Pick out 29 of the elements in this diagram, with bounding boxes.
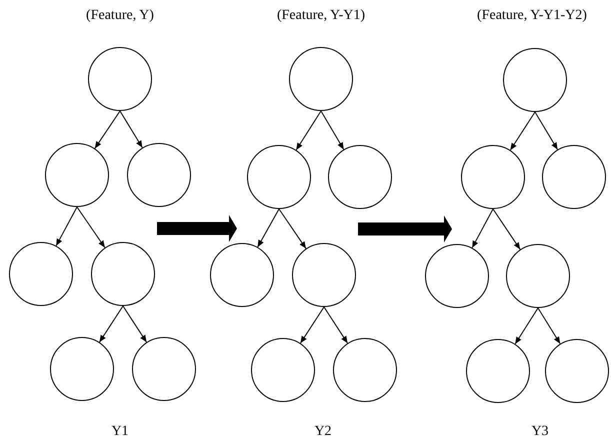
tree-caption: Y1	[111, 425, 129, 439]
block-arrow	[358, 216, 452, 242]
tree-title: (Feature, Y)	[86, 9, 154, 23]
arrow	[510, 112, 536, 151]
arrow	[296, 110, 322, 150]
block-arrow	[157, 215, 237, 242]
arrow	[76, 206, 106, 248]
arrow	[56, 206, 78, 246]
arrow	[492, 208, 521, 250]
arrow	[120, 110, 143, 148]
arrow	[257, 208, 280, 248]
tree-drawing	[209, 46, 399, 403]
arrow	[538, 308, 561, 344]
arrow	[324, 306, 348, 344]
tree-caption: Y2	[314, 425, 332, 439]
tree-title: (Feature, Y-Y1-Y2)	[477, 9, 587, 23]
tree-caption: Y3	[531, 425, 549, 439]
tree-drawing	[8, 46, 198, 403]
arrow	[320, 110, 344, 150]
arrow	[122, 306, 148, 343]
arrow	[472, 208, 494, 248]
tree-title: (Feature, Y-Y1)	[276, 9, 366, 23]
tree-drawing	[424, 47, 611, 404]
arrow	[98, 306, 124, 343]
arrow	[300, 306, 324, 344]
arrow	[534, 112, 558, 150]
arrow	[514, 308, 538, 344]
arrow	[278, 208, 306, 250]
arrow	[94, 110, 120, 149]
